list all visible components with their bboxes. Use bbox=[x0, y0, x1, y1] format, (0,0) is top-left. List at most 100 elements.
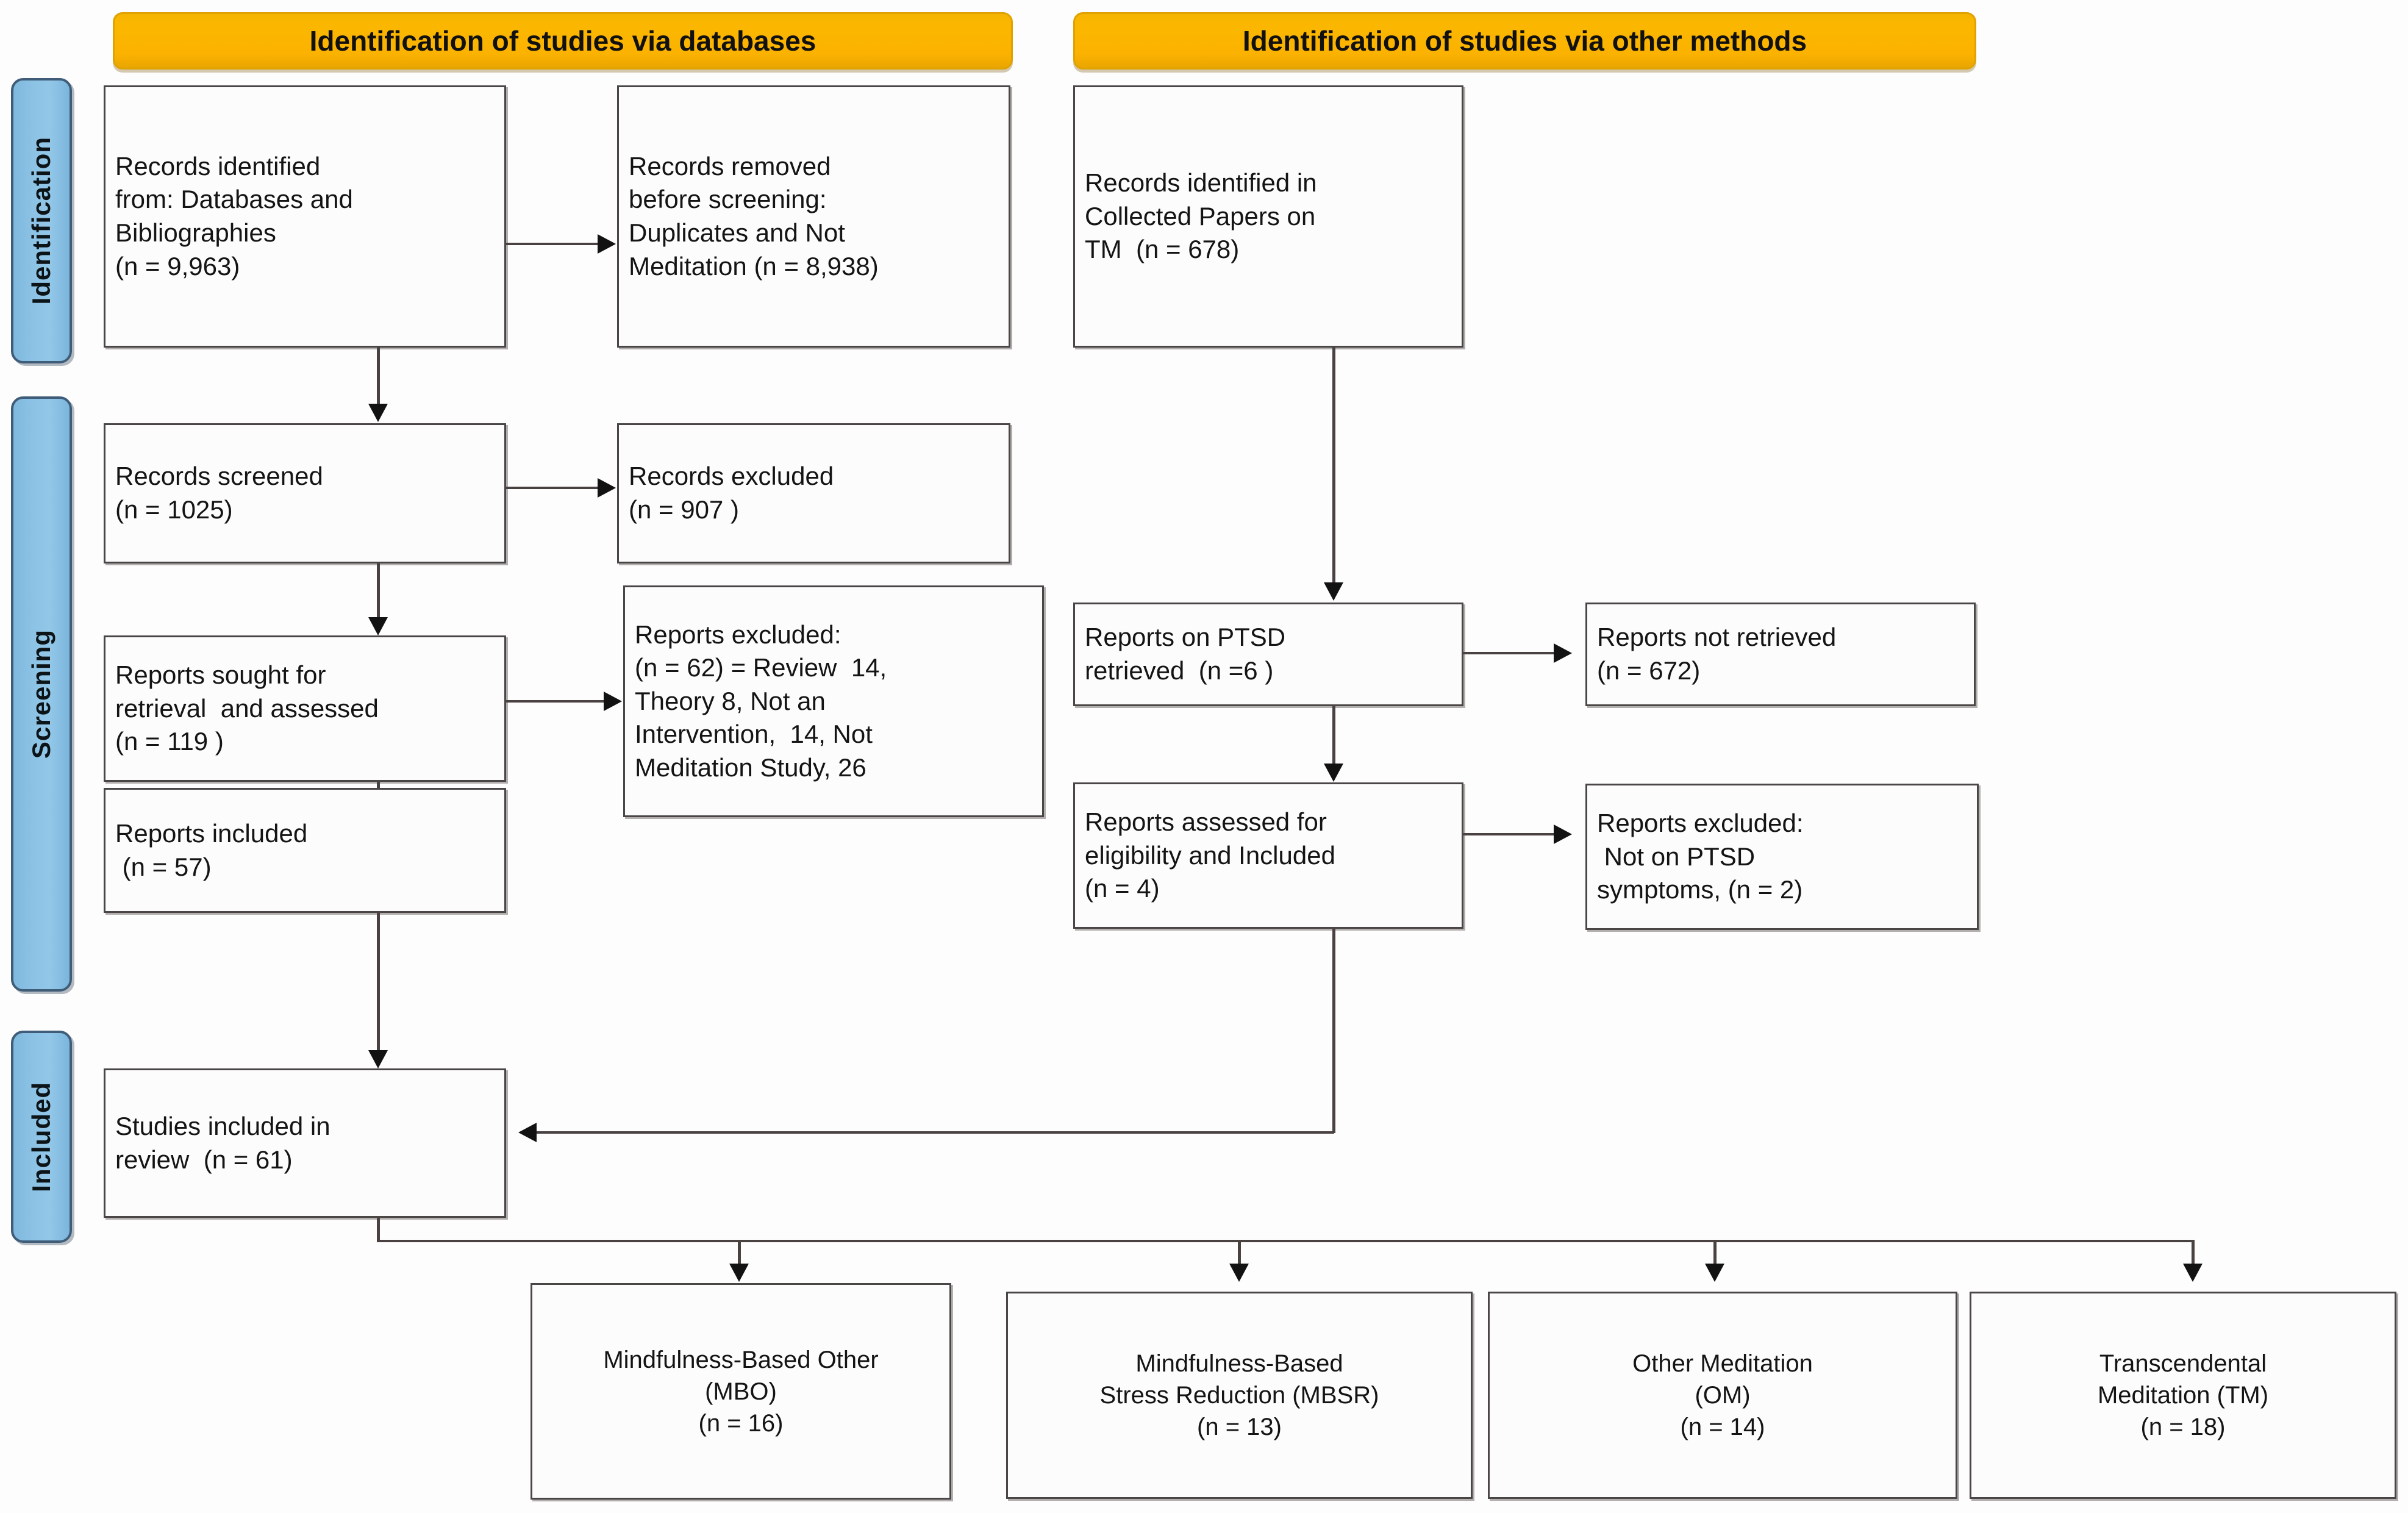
box-line: retrieved (n =6 ) bbox=[1085, 656, 1274, 685]
box-line: (n = 4) bbox=[1085, 874, 1160, 903]
box-line: (n = 62) = Review 14, bbox=[635, 653, 887, 682]
box-line: Records identified bbox=[115, 151, 321, 181]
outcome-line: (n = 16) bbox=[698, 1409, 784, 1437]
arrowhead-drop-mbsr bbox=[1229, 1264, 1249, 1282]
connector-other-to-ptsd bbox=[1332, 348, 1335, 592]
arrowhead-ptsd-to-not-retrieved bbox=[1554, 643, 1572, 663]
box-line: Meditation (n = 8,938) bbox=[629, 251, 879, 281]
phase-label-screening: Screening bbox=[27, 629, 55, 759]
outcome-line: (n = 13) bbox=[1197, 1414, 1282, 1440]
header-databases-label: Identification of studies via databases bbox=[309, 25, 816, 57]
box-line: Duplicates and Not bbox=[629, 218, 845, 247]
arrowhead-sought-to-excluded bbox=[604, 692, 622, 711]
outcome-line: (n = 14) bbox=[1680, 1414, 1765, 1440]
arrowhead-reports-to-studies bbox=[368, 1050, 388, 1068]
connector-ptsd-to-not-retrieved bbox=[1463, 652, 1554, 654]
box-records-identified-databases: Records identified from: Databases and B… bbox=[104, 85, 506, 348]
box-line: Reports excluded: bbox=[1597, 809, 1804, 838]
arrowhead-drop-tm bbox=[2183, 1264, 2203, 1282]
box-line: (n = 672) bbox=[1597, 656, 1701, 685]
arrowhead-drop-mbo bbox=[729, 1264, 749, 1282]
box-records-identified-other: Records identified in Collected Papers o… bbox=[1073, 85, 1463, 348]
box-records-screened: Records screened (n = 1025) bbox=[104, 423, 506, 563]
connector-assessed-to-excluded-other bbox=[1463, 833, 1554, 835]
box-line: Reports assessed for bbox=[1085, 807, 1327, 837]
arrowhead-other-to-ptsd bbox=[1324, 582, 1343, 601]
arrowhead-assessed-to-excluded-other bbox=[1554, 824, 1572, 844]
connector-reports-to-studies bbox=[377, 913, 380, 1059]
box-line: eligibility and Included bbox=[1085, 840, 1335, 870]
box-line: Theory 8, Not an bbox=[635, 686, 826, 715]
box-line: Records screened bbox=[115, 462, 323, 491]
box-line: symptoms, (n = 2) bbox=[1597, 875, 1803, 904]
phase-tab-screening: Screening bbox=[11, 396, 72, 992]
outcome-line: Mindfulness-Based bbox=[1135, 1350, 1343, 1377]
box-line: (n = 57) bbox=[115, 852, 212, 881]
box-line: (n = 1025) bbox=[115, 495, 233, 524]
box-line: Bibliographies bbox=[115, 218, 276, 247]
box-line: Studies included in bbox=[115, 1111, 330, 1140]
connector-screened-to-sought bbox=[377, 563, 380, 628]
box-line: (n = 907 ) bbox=[629, 495, 739, 524]
connector-drop-tm bbox=[2192, 1240, 2195, 1272]
connector-drop-mbo bbox=[738, 1240, 741, 1272]
outcome-line: Meditation (TM) bbox=[2097, 1382, 2269, 1409]
box-line: Records identified in bbox=[1085, 168, 1317, 198]
outcome-box-om: Other Meditation (OM) (n = 14) bbox=[1488, 1292, 1957, 1499]
connector-sought-to-excluded bbox=[506, 700, 604, 703]
arrowhead-identified-to-screened bbox=[368, 404, 388, 422]
box-line: Collected Papers on bbox=[1085, 201, 1316, 231]
box-line: (n = 119 ) bbox=[115, 727, 224, 756]
box-line: retrieval and assessed bbox=[115, 693, 379, 723]
box-reports-assessed: Reports assessed for eligibility and Inc… bbox=[1073, 782, 1463, 929]
box-line: before screening: bbox=[629, 185, 827, 214]
connector-screened-to-excluded bbox=[506, 487, 598, 489]
box-line: TM (n = 678) bbox=[1085, 235, 1240, 264]
arrowhead-into-studies-included bbox=[518, 1123, 537, 1142]
outcome-line: (n = 18) bbox=[2140, 1414, 2226, 1440]
phase-label-included: Included bbox=[27, 1081, 55, 1192]
connector-studies-bus-drop bbox=[377, 1218, 380, 1242]
box-reports-sought: Reports sought for retrieval and assesse… bbox=[104, 635, 506, 782]
outcome-box-tm: Transcendental Meditation (TM) (n = 18) bbox=[1970, 1292, 2396, 1499]
box-line: Meditation Study, 26 bbox=[635, 753, 866, 782]
outcome-box-mbsr: Mindfulness-Based Stress Reduction (MBSR… bbox=[1006, 1292, 1473, 1499]
outcome-line: (MBO) bbox=[705, 1378, 777, 1405]
connector-studies-bus-horizontal bbox=[377, 1240, 2194, 1242]
arrowhead-identified-to-removed bbox=[598, 234, 616, 254]
box-reports-excluded-databases: Reports excluded: (n = 62) = Review 14, … bbox=[623, 585, 1044, 817]
arrowhead-drop-om bbox=[1705, 1264, 1724, 1282]
arrowhead-screened-to-sought bbox=[368, 617, 388, 635]
phase-tab-identification: Identification bbox=[11, 78, 72, 363]
box-line: Reports on PTSD bbox=[1085, 623, 1286, 652]
box-line: Reports excluded: bbox=[635, 620, 841, 649]
box-reports-not-retrieved: Reports not retrieved (n = 672) bbox=[1585, 603, 1976, 706]
outcome-line: Other Meditation bbox=[1632, 1350, 1813, 1377]
connector-drop-om bbox=[1713, 1240, 1717, 1272]
box-line: from: Databases and bbox=[115, 185, 353, 214]
arrowhead-ptsd-to-assessed bbox=[1324, 764, 1343, 782]
box-studies-included: Studies included in review (n = 61) bbox=[104, 1068, 506, 1218]
box-line: Records removed bbox=[629, 151, 831, 181]
box-line: (n = 9,963) bbox=[115, 251, 240, 281]
header-databases: Identification of studies via databases bbox=[113, 12, 1013, 70]
box-records-excluded: Records excluded (n = 907 ) bbox=[617, 423, 1010, 563]
phase-tab-included: Included bbox=[11, 1031, 72, 1243]
box-line: review (n = 61) bbox=[115, 1145, 293, 1174]
connector-assessed-elbow-vertical bbox=[1332, 929, 1335, 1133]
header-other-methods-label: Identification of studies via other meth… bbox=[1242, 25, 1807, 57]
box-line: Reports not retrieved bbox=[1597, 623, 1837, 652]
connector-drop-mbsr bbox=[1238, 1240, 1241, 1272]
connector-identified-to-screened bbox=[377, 348, 380, 415]
connector-identified-to-removed bbox=[506, 243, 598, 245]
box-line: Reports included bbox=[115, 818, 308, 848]
outcome-line: Stress Reduction (MBSR) bbox=[1099, 1382, 1379, 1409]
outcome-line: Transcendental bbox=[2099, 1350, 2267, 1377]
box-line: Intervention, 14, Not bbox=[635, 720, 873, 749]
box-line: Records excluded bbox=[629, 462, 834, 491]
outcome-box-mbo: Mindfulness-Based Other (MBO) (n = 16) bbox=[531, 1283, 951, 1500]
outcome-line: (OM) bbox=[1695, 1382, 1751, 1409]
box-reports-ptsd-retrieved: Reports on PTSD retrieved (n =6 ) bbox=[1073, 603, 1463, 706]
box-line: Not on PTSD bbox=[1597, 842, 1756, 871]
